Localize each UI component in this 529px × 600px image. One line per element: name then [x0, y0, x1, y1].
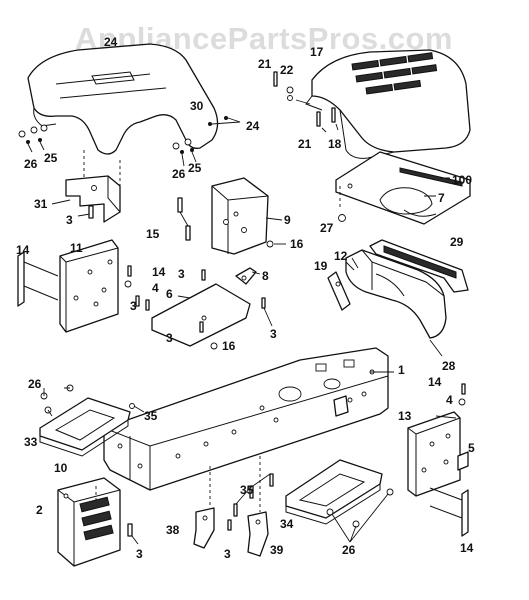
footrest-bolts-left [40, 384, 145, 417]
callout-26: 26 [28, 377, 42, 391]
front-bumper-part [345, 249, 447, 339]
callout-2: 2 [36, 503, 43, 517]
hood-hardware [273, 71, 339, 133]
footrest-bolts-right [326, 488, 394, 543]
callout-25: 25 [44, 151, 58, 165]
callout-4: 4 [446, 393, 453, 407]
callout-13: 13 [398, 409, 412, 423]
left-angle-bracket [17, 251, 59, 307]
main-frame-part [103, 347, 389, 491]
callout-26: 26 [172, 167, 186, 181]
callout-29: 29 [450, 235, 464, 249]
right-angle-bracket [429, 487, 469, 537]
callout-30: 30 [190, 99, 204, 113]
callout-21: 21 [298, 137, 312, 151]
fender-bolts-right [172, 116, 241, 167]
callout-39: 39 [270, 543, 284, 557]
callout-35: 35 [240, 483, 254, 497]
callout-34: 34 [280, 517, 294, 531]
callout-10: 10 [54, 461, 68, 475]
callout-16: 16 [290, 237, 304, 251]
callout-4: 4 [152, 281, 159, 295]
callout-3: 3 [66, 213, 73, 227]
left-side-panel-part [59, 239, 119, 333]
callout-14: 14 [428, 375, 442, 389]
hood-part [305, 49, 471, 159]
callout-6: 6 [166, 287, 173, 301]
callout-31: 31 [34, 197, 48, 211]
callout-9: 9 [284, 213, 291, 227]
screw-3-a [88, 205, 94, 219]
callout-3: 3 [130, 299, 137, 313]
dash-panel-part [335, 151, 471, 225]
callout-24: 24 [246, 119, 260, 133]
callout-35: 35 [144, 409, 158, 423]
callout-28: 28 [442, 359, 456, 373]
callout-1: 1 [398, 363, 405, 377]
front-cover-plate-part [57, 477, 121, 567]
callout-21: 21 [258, 57, 272, 71]
bracket-31-part [65, 175, 121, 223]
callout-17: 17 [310, 45, 324, 59]
dash-support-part [211, 177, 269, 255]
callout-3: 3 [178, 267, 185, 281]
callout-3: 3 [136, 547, 143, 561]
callout-19: 19 [314, 259, 328, 273]
latch-8-part [235, 267, 257, 285]
callout-3: 3 [166, 331, 173, 345]
callout-5: 5 [468, 441, 475, 455]
bracket-38-part [193, 507, 215, 549]
callout-24: 24 [104, 35, 118, 49]
callout-3: 3 [224, 547, 231, 561]
bumper-bracket-19 [327, 271, 351, 311]
callout-25: 25 [188, 161, 202, 175]
callout-22: 22 [280, 63, 294, 77]
callout-16: 16 [222, 339, 236, 353]
right-side-panel-part [407, 411, 469, 497]
callout-11: 11 [70, 241, 83, 255]
callout-8: 8 [262, 269, 269, 283]
nut-16-a [266, 240, 274, 248]
callout-7: 7 [438, 191, 445, 205]
callout-12: 12 [334, 249, 348, 263]
plate-6-part [151, 283, 251, 347]
callout-14: 14 [460, 541, 474, 555]
callout-33: 33 [24, 435, 38, 449]
callout-14: 14 [152, 265, 166, 279]
bracket-39-part [247, 511, 269, 557]
callout-3: 3 [270, 327, 277, 341]
right-footrest-part [285, 459, 383, 525]
washers-14-4 [124, 265, 140, 307]
hood-grille [351, 52, 438, 95]
callout-26: 26 [24, 157, 38, 171]
fender-bolts-left [18, 124, 48, 153]
nut-16-b [210, 342, 218, 350]
screws-3-group [145, 269, 273, 333]
rear-fender-part [27, 43, 219, 155]
screw-3-front [127, 523, 139, 545]
nut-27 [338, 214, 346, 222]
callout-15: 15 [146, 227, 160, 241]
trim-strip-100 [399, 167, 463, 187]
callout-27: 27 [320, 221, 334, 235]
callout-38: 38 [166, 523, 180, 537]
callout-18: 18 [328, 137, 342, 151]
left-footrest-part [39, 397, 131, 457]
callout-100: 100 [452, 173, 472, 187]
callout-14: 14 [16, 243, 30, 257]
washers-14-4-right [435, 383, 466, 419]
callout-26: 26 [342, 543, 356, 557]
grille-29-part [369, 239, 469, 293]
callout-labels: 1 2 3 3 3 3 3 3 3 4 4 5 6 7 8 9 10 11 12… [16, 35, 475, 561]
